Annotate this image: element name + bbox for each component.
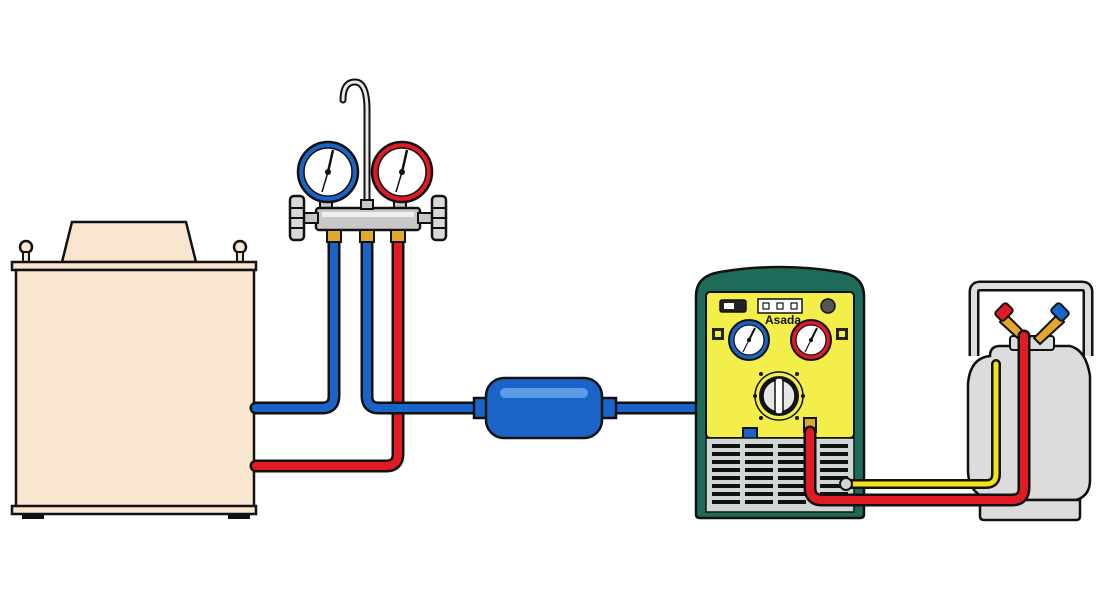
recovery-machine: Asada (694, 265, 866, 520)
high-pressure-gauge-icon (790, 319, 832, 361)
switch-icon (719, 299, 747, 313)
ac-unit-top-cover (60, 220, 198, 264)
manifold-body (314, 206, 422, 232)
lifting-eye-left (18, 239, 34, 263)
ac-unit-body (14, 268, 256, 512)
knob-icon (753, 371, 805, 421)
low-pressure-gauge-icon (728, 319, 770, 361)
filter-drier (472, 376, 618, 440)
low-pressure-gauge-icon (296, 140, 360, 211)
ac-unit-foot-left (22, 513, 44, 519)
outlet-hose (803, 329, 1031, 507)
handwheel-icon (288, 194, 306, 242)
low-side-hose (249, 233, 341, 415)
ac-unit-foot-right (228, 513, 250, 519)
port-fitting-center (359, 229, 375, 243)
ac-unit-base (10, 504, 258, 516)
valve-icon (1032, 302, 1070, 346)
charge-port (839, 477, 853, 491)
lifting-eye-right (232, 239, 248, 263)
indicator-lights (757, 298, 803, 314)
high-pressure-gauge-icon (370, 140, 434, 211)
high-side-hose (249, 233, 405, 473)
port-fitting-low (326, 229, 342, 243)
port-fitting-high (390, 229, 406, 243)
center-hose (360, 233, 487, 415)
handwheel-icon (430, 194, 448, 242)
charge-hose (841, 359, 1001, 489)
reset-button-icon (820, 298, 836, 314)
manifold-gauge-set (288, 78, 448, 243)
brand-label: Asada (765, 313, 801, 327)
ac-unit (10, 220, 258, 519)
